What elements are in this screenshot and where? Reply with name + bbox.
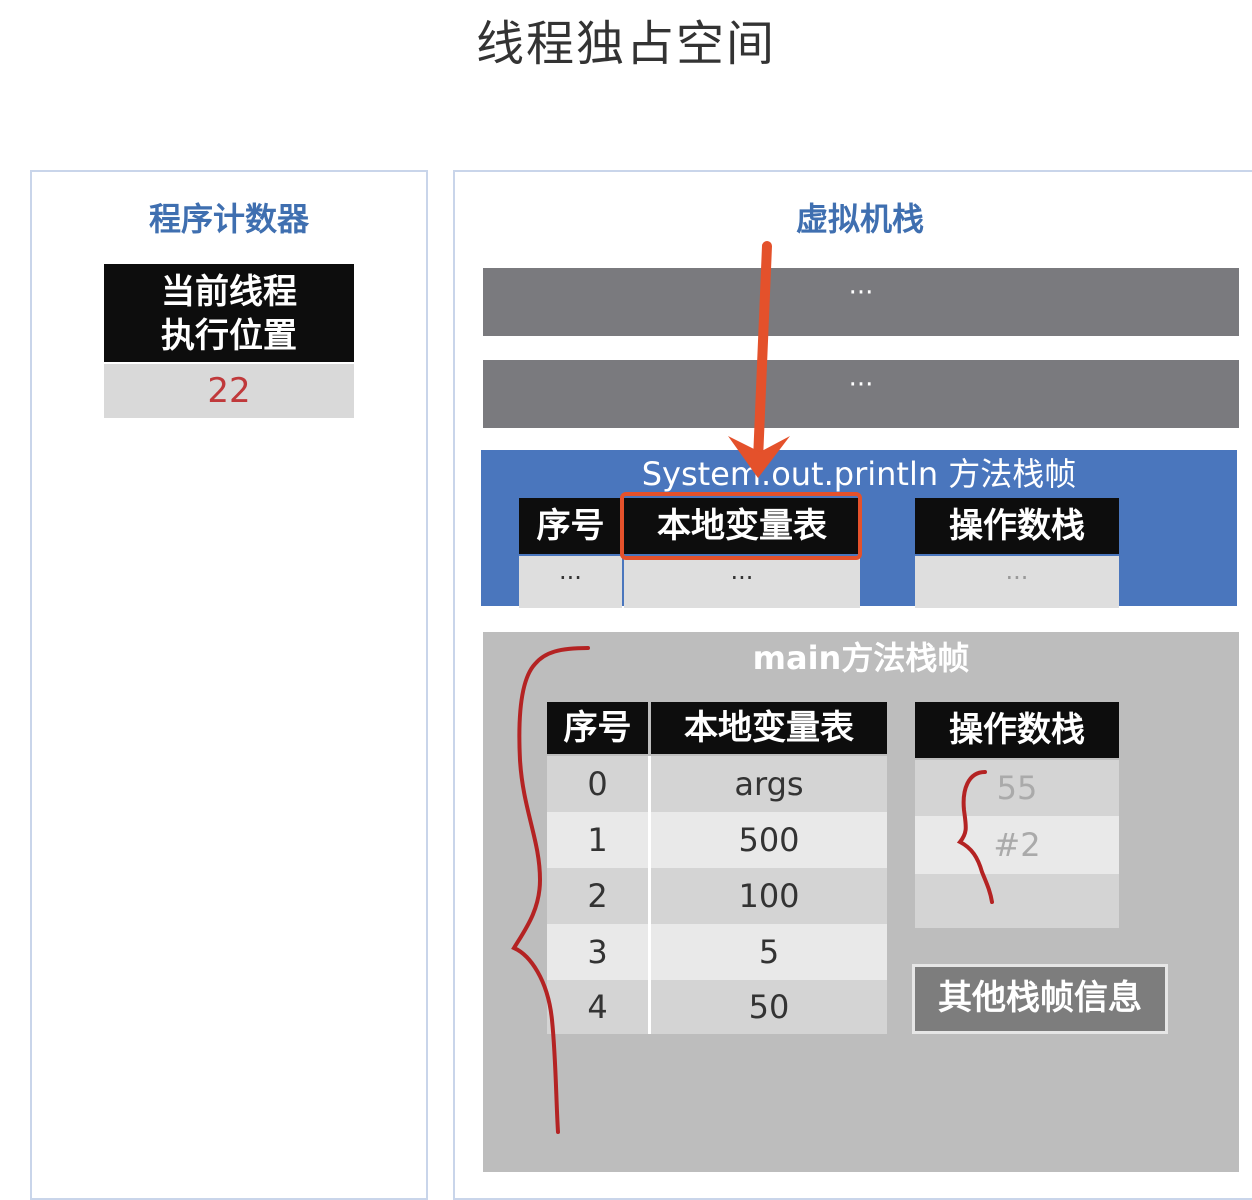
pc-header-line1: 当前线程 xyxy=(161,272,297,312)
println-cell-index: ··· xyxy=(519,556,622,608)
main-row-value: 100 xyxy=(651,868,887,924)
main-operand-title: 操作数栈 xyxy=(915,702,1119,758)
locals-highlight-box xyxy=(620,492,862,560)
small-brace-icon xyxy=(956,770,994,904)
operand-value: #2 xyxy=(915,816,1119,874)
pc-value: 22 xyxy=(104,364,354,418)
println-cell-operand: ··· xyxy=(915,556,1119,608)
println-col-index: 序号 xyxy=(519,498,622,554)
main-row-value: 500 xyxy=(651,812,887,868)
println-frame-title: System.out.println 方法栈帧 xyxy=(641,455,1077,493)
println-col-locals: 本地变量表 xyxy=(624,498,860,554)
main-row-value: 5 xyxy=(651,924,887,980)
program-counter-title: 程序计数器 xyxy=(148,200,309,238)
main-row-index: 4 xyxy=(547,980,651,1034)
operand-value xyxy=(915,874,1119,928)
stack-frame-bar: ··· xyxy=(483,268,1239,336)
vm-stack-title: 虚拟机栈 xyxy=(795,200,924,238)
down-arrow-icon xyxy=(728,241,790,478)
main-frame-title: main方法栈帧 xyxy=(752,639,970,677)
println-col-operand: 操作数栈 xyxy=(915,498,1119,554)
main-row-value: 50 xyxy=(651,980,887,1034)
main-row-index: 3 xyxy=(547,924,651,980)
operand-value: 55 xyxy=(915,760,1119,816)
println-cell-locals: ··· xyxy=(624,556,860,608)
other-frame-info: 其他栈帧信息 xyxy=(912,964,1168,1034)
pc-header: 当前线程 执行位置 xyxy=(104,264,354,362)
stack-frame-bar: ··· xyxy=(483,360,1239,428)
main-row-index: 1 xyxy=(547,812,651,868)
main-row-index: 0 xyxy=(547,756,651,812)
main-row-index: 2 xyxy=(547,868,651,924)
main-row-value: args xyxy=(651,756,887,812)
main-col-locals: 本地变量表 xyxy=(651,702,887,754)
brace-icon xyxy=(511,646,590,1134)
main-col-index: 序号 xyxy=(547,702,648,754)
pc-header-line2: 执行位置 xyxy=(161,316,297,356)
page-title: 线程独占空间 xyxy=(475,16,776,72)
